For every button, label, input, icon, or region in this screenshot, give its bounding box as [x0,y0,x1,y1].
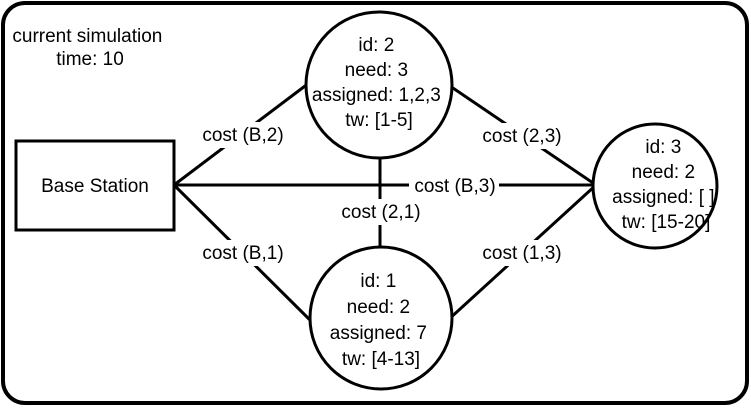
edge-labels: cost (B,2) cost (B,3) cost (B,1) cost (2… [198,122,566,266]
simulation-time-line1: current simulation [12,26,162,47]
edge-label-bg-23 [478,123,566,149]
simulation-time-text: current simulation time: 10 [12,26,167,70]
edge-label-b3: cost (B,3) [414,176,495,197]
node-3-circle [591,122,719,250]
node-1-assigned: assigned: 7 [330,323,427,344]
node-2-assigned: assigned: 1,2,3 [312,85,441,106]
base-station-label: Base Station [41,176,149,197]
edge-label-bg-21 [337,199,425,225]
edge-label-bg-13 [478,240,566,266]
node-2-circle [304,10,454,160]
edge-label-b2: cost (B,2) [202,125,283,146]
node-3-need: need: 2 [632,162,695,183]
node-3-text: id: 3 need: 2 assigned: [ ] tw: [15-20] [612,137,720,233]
node-1-circle [308,245,454,391]
edge-label-2-3: cost (2,3) [482,126,561,147]
node-1-id: id: 1 [360,271,396,292]
base-station-box [14,139,176,232]
edge-label-bg-b3 [409,173,499,199]
node-1-tw: tw: [4-13] [342,349,420,370]
edge-label-bg-b1 [198,240,288,266]
node-2-tw: tw: [1-5] [345,110,413,131]
node-2-need: need: 3 [345,60,408,81]
edge-label-1-3: cost (1,3) [482,243,561,264]
edge-label-2-1: cost (2,1) [341,202,420,223]
simulation-time-line2: time: 10 [56,49,124,70]
node-2-id: id: 2 [358,35,394,56]
node-3-tw: tw: [15-20] [622,212,711,233]
node-3-id: id: 3 [645,137,681,158]
node-1-need: need: 2 [347,297,410,318]
node-3-assigned: assigned: [ ] [612,187,714,208]
node-1-text: id: 1 need: 2 assigned: 7 tw: [4-13] [330,271,432,370]
node-2-text: id: 2 need: 3 assigned: 1,2,3 tw: [1-5] [312,35,446,131]
edge-label-b1: cost (B,1) [202,243,283,264]
edge-label-bg-b2 [198,122,288,148]
